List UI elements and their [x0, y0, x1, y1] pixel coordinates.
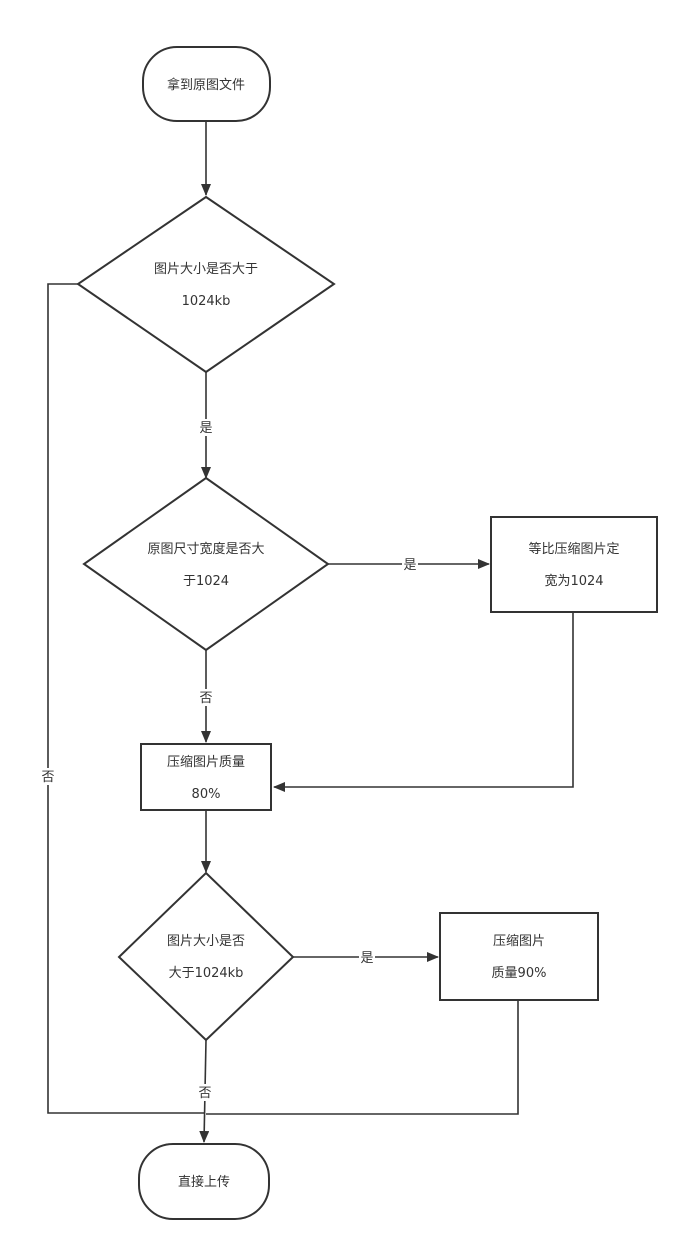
node-check-size-again: 图片大小是否 大于1024kb — [117, 871, 295, 1042]
node-start-label: 拿到原图文件 — [167, 77, 245, 93]
node-check-width-line1: 原图尺寸宽度是否大 — [147, 541, 264, 557]
node-check-size-line1: 图片大小是否大于 — [154, 262, 258, 277]
node-compress-90: 压缩图片 质量90% — [439, 912, 599, 1001]
node-check-width-line2: 于1024 — [183, 574, 229, 589]
node-scale-width-line1: 等比压缩图片定 — [528, 541, 619, 557]
node-check-size-again-line1: 图片大小是否 — [167, 934, 245, 949]
edges — [47, 121, 574, 1143]
node-compress-80-line2: 80% — [192, 787, 221, 802]
edge-scale-to-compress80 — [273, 612, 574, 792]
node-upload: 直接上传 — [138, 1143, 270, 1220]
node-start: 拿到原图文件 — [142, 46, 271, 122]
edge-label-width-yes: 是 — [403, 558, 416, 573]
node-compress-80-line1: 压缩图片质量 — [167, 754, 245, 770]
edge-label-size-again-no: 否 — [198, 1086, 211, 1101]
node-compress-90-line1: 压缩图片 — [493, 933, 545, 949]
node-check-size-line2: 1024kb — [182, 294, 231, 309]
edge-label-size-again-yes: 是 — [360, 951, 373, 966]
edge-size-no — [47, 283, 204, 1114]
edge-labels: 是 是 否 否 是 否 — [40, 419, 418, 1101]
edge-compress90-to-upload — [206, 1000, 519, 1115]
node-scale-width: 等比压缩图片定 宽为1024 — [490, 516, 658, 613]
edge-label-size-no: 否 — [41, 770, 54, 785]
edge-label-width-no: 否 — [199, 691, 212, 706]
edge-label-size-yes: 是 — [199, 421, 212, 436]
node-compress-90-line2: 质量90% — [492, 966, 547, 981]
node-check-size-again-line2: 大于1024kb — [169, 966, 244, 981]
node-check-width: 原图尺寸宽度是否大 于1024 — [82, 476, 330, 652]
node-compress-80: 压缩图片质量 80% — [140, 743, 272, 811]
node-scale-width-line2: 宽为1024 — [544, 573, 603, 589]
node-upload-label: 直接上传 — [178, 1174, 230, 1190]
node-check-size: 图片大小是否大于 1024kb — [76, 195, 336, 374]
